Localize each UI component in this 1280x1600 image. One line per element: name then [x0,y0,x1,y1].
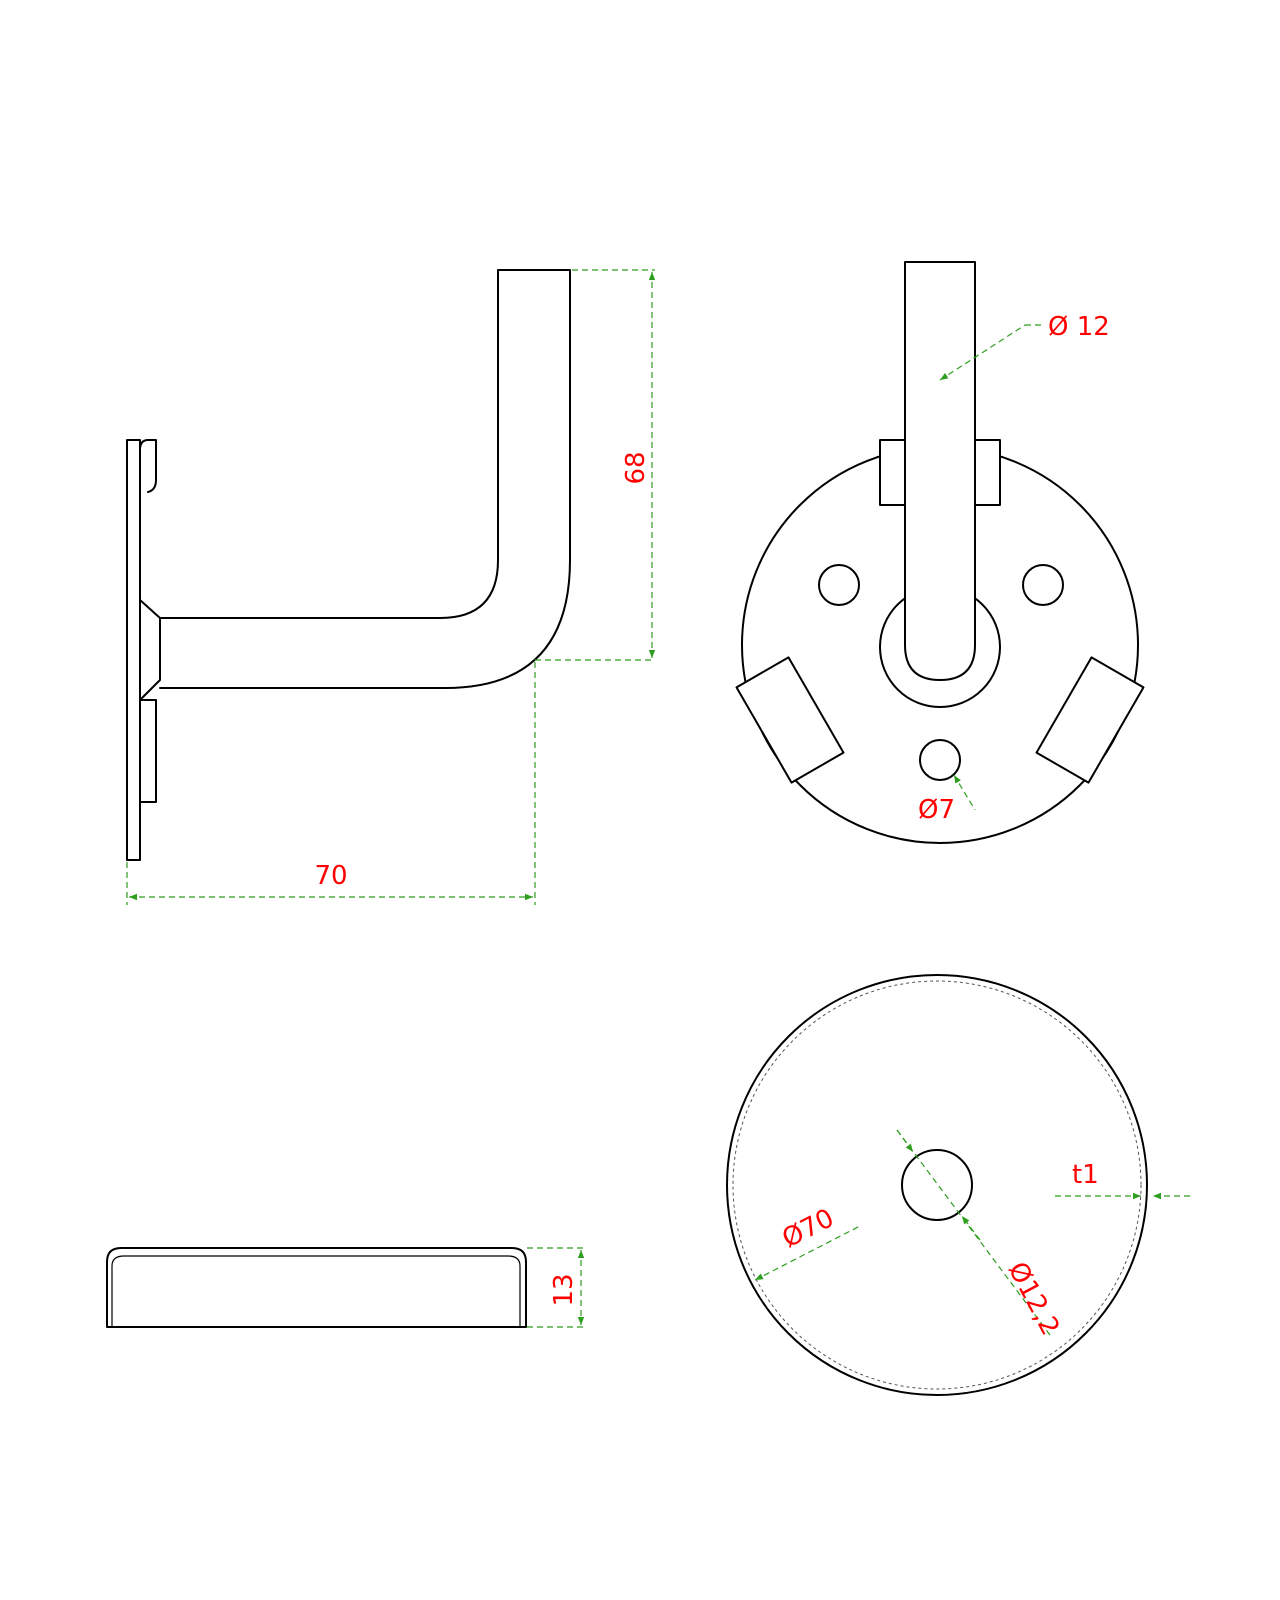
dim-cap-diameter-label: Ø70 [778,1203,839,1254]
upper-clip [139,439,157,506]
cap-side-view: 13 [106,1247,585,1328]
clip-bottom-left [735,656,845,784]
fixing-hole-bottom [919,739,961,781]
dim-rod-diameter-label: Ø 12 [1048,312,1110,342]
cap-side-inner [111,1255,521,1327]
dim-cap-hole-diameter-label: Ø12,2 [1002,1257,1065,1340]
fixing-hole-right [1022,564,1064,606]
bracket-arm [159,269,571,689]
clip-bottom-right [1035,656,1145,784]
cap-center-hole [901,1149,973,1221]
bracket-side-view: 68 70 [126,269,656,905]
dim-hole-diameter-label: Ø7 [918,795,955,825]
cap-top-view: Ø12,2 Ø70 t1 [726,974,1190,1396]
wall-plate-side [126,439,141,861]
tab-right [973,439,1001,506]
dim-cap-hole-arrow-1 [896,1129,914,1153]
rod-front [904,261,976,681]
dim-cap-hole-arrow-2 [961,1215,981,1241]
dim-cap-height-label: 13 [549,1273,579,1306]
dim-rod-leader [939,324,1026,381]
flange-cone [139,599,161,701]
tab-left [879,439,907,506]
fixing-hole-left [818,564,860,606]
cap-inner-circle [732,980,1142,1390]
dim-cap-hole-line [896,1129,1051,1336]
dim-thickness-label: t1 [1072,1160,1099,1190]
dim-length-label: 70 [314,861,347,891]
bracket-front-view: Ø 12 Ø7 [735,261,1145,844]
dim-hole-leader [953,774,976,811]
cap-side-outline [106,1247,527,1328]
cap-outer-circle [726,974,1148,1396]
lower-block [139,699,157,803]
dim-height-label: 68 [621,451,651,484]
